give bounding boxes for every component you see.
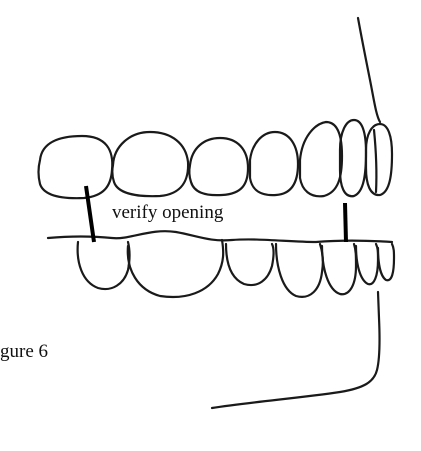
upper-tooth-1 bbox=[39, 136, 113, 198]
upper-tooth-7-groove bbox=[374, 130, 376, 192]
figure-caption: gure 6 bbox=[0, 341, 48, 362]
upper-tooth-3 bbox=[189, 138, 248, 195]
lower-gumline bbox=[48, 231, 392, 242]
upper-tooth-7 bbox=[366, 124, 392, 195]
lower-tooth-5 bbox=[322, 244, 356, 294]
lower-teeth bbox=[78, 240, 394, 297]
upper-tooth-6 bbox=[340, 120, 366, 196]
upper-teeth bbox=[39, 120, 393, 198]
lower-tooth-3 bbox=[226, 244, 274, 285]
lower-tooth-7 bbox=[378, 244, 394, 280]
lower-tooth-1 bbox=[78, 242, 130, 289]
lower-tooth-2 bbox=[128, 240, 223, 297]
upper-tooth-5 bbox=[300, 122, 342, 196]
opening-bar-left bbox=[86, 186, 94, 242]
upper-tooth-4 bbox=[250, 132, 298, 195]
face-profile-line bbox=[212, 18, 380, 408]
annotation-label: verify opening bbox=[112, 202, 224, 223]
lower-tooth-6 bbox=[356, 244, 378, 284]
opening-bar-right bbox=[345, 203, 346, 242]
lower-tooth-4 bbox=[276, 244, 323, 297]
upper-tooth-2 bbox=[112, 132, 188, 196]
